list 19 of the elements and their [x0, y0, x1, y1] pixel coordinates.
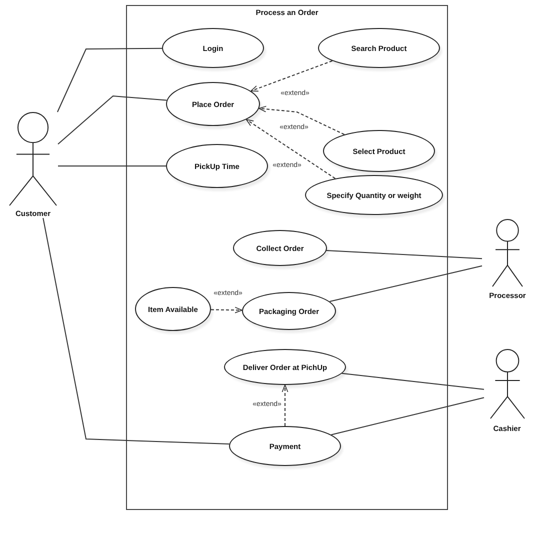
line	[42, 218, 230, 445]
dashed-arrow	[258, 106, 345, 135]
dashed-arrow	[250, 60, 333, 92]
use-case-ellipse	[242, 292, 336, 330]
dashed-arrow	[282, 384, 288, 426]
line	[58, 95, 168, 145]
use-case-ellipse	[162, 28, 264, 68]
line	[56, 48, 162, 112]
line	[342, 372, 484, 390]
dashed-arrow	[246, 119, 336, 179]
use-case-ellipse	[233, 230, 327, 266]
line	[329, 265, 482, 302]
use-case-ellipse	[166, 82, 260, 126]
line	[326, 250, 482, 260]
dashed-arrow	[210, 306, 243, 314]
use-case-ellipse	[229, 426, 341, 466]
system-boundary	[126, 5, 448, 510]
line	[330, 397, 484, 436]
use-case-ellipse	[135, 287, 211, 331]
